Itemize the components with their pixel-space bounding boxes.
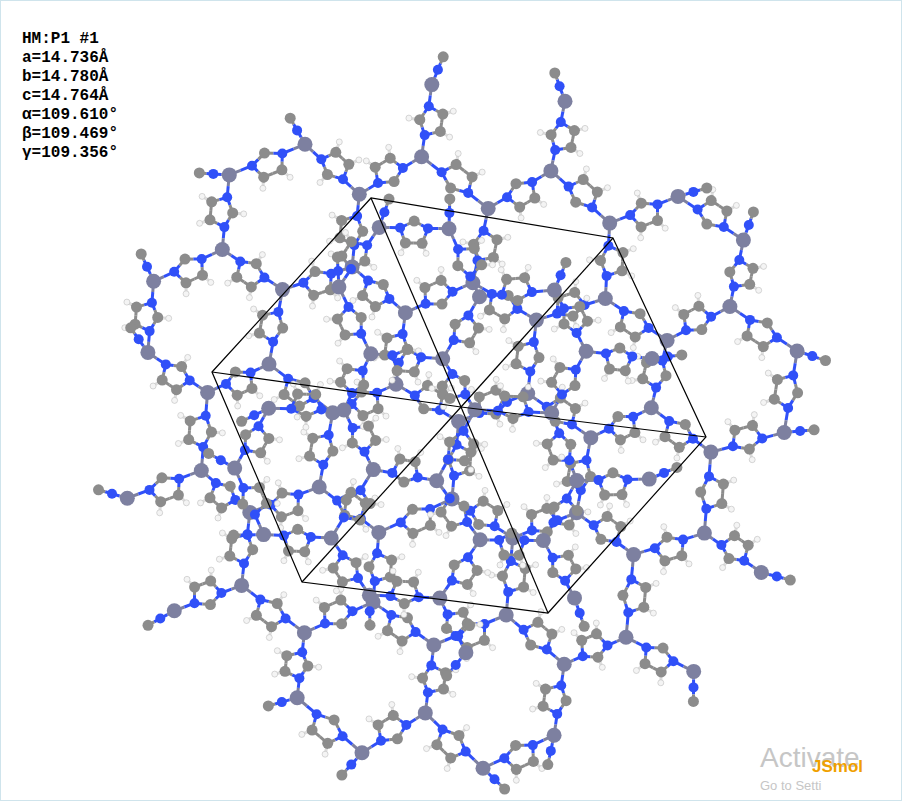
framework-model xyxy=(93,51,831,794)
